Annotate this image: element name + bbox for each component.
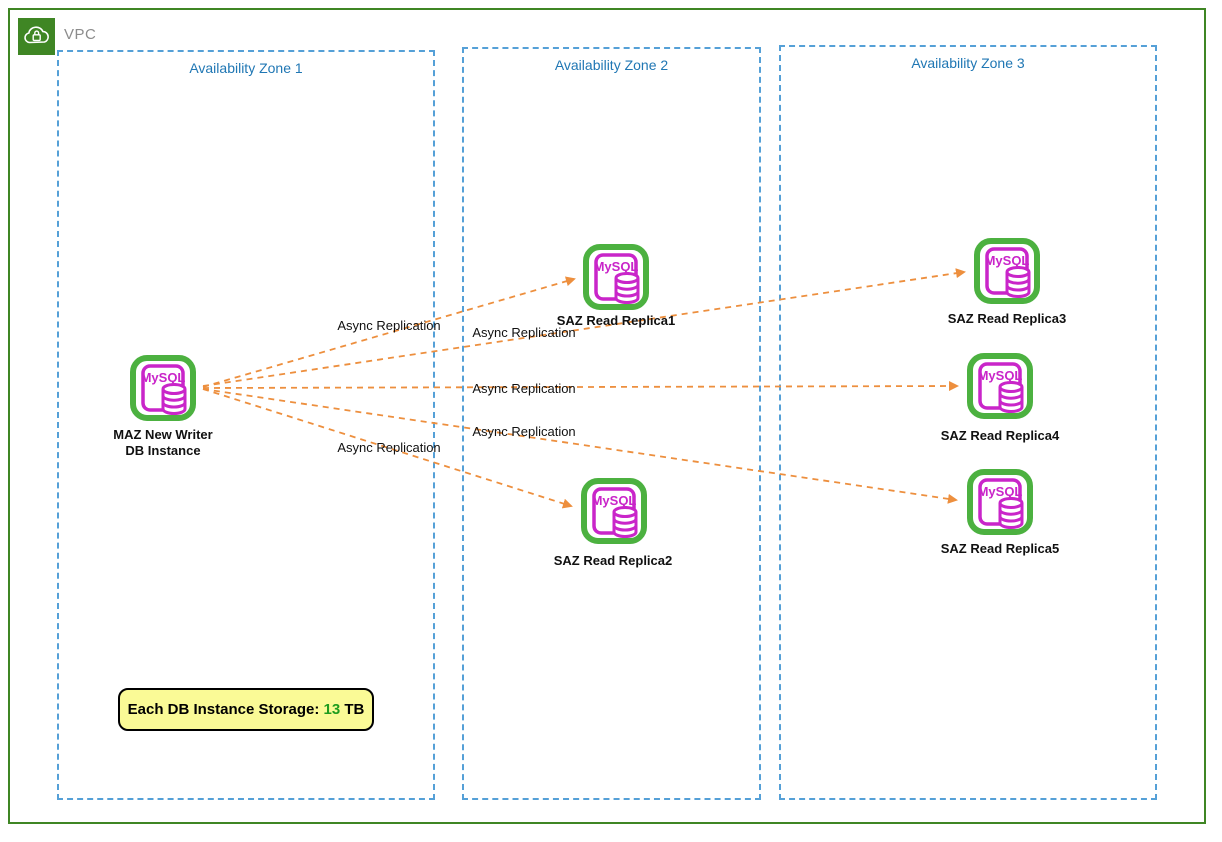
mysql-icon-replica5[interactable]: MySQL (967, 469, 1033, 535)
svg-text:MySQL: MySQL (592, 493, 637, 508)
edge-label-replica5: Async Replication (472, 424, 576, 439)
mysql-icon-replica3[interactable]: MySQL (974, 238, 1040, 304)
storage-note-text: Each DB Instance Storage: (127, 701, 324, 718)
edge-label-replica1: Async Replication (337, 318, 441, 333)
mysql-icon-replica1[interactable]: MySQL (583, 244, 649, 310)
writer-label: MAZ New Writer DB Instance (113, 427, 213, 458)
edge-label-replica4: Async Replication (472, 381, 576, 396)
edge-label-replica2: Async Replication (337, 440, 441, 455)
mysql-icon-writer[interactable]: MySQL (130, 355, 196, 421)
svg-text:MySQL: MySQL (978, 368, 1023, 383)
replica3-label: SAZ Read Replica3 (947, 311, 1067, 326)
edge-label-replica3: Async Replication (472, 325, 576, 340)
svg-text:MySQL: MySQL (594, 259, 639, 274)
mysql-icon-replica2[interactable]: MySQL (581, 478, 647, 544)
availability-zone-1-title: Availability Zone 1 (189, 60, 303, 76)
availability-zone-2-title: Availability Zone 2 (554, 57, 669, 73)
svg-text:MySQL: MySQL (985, 253, 1030, 268)
storage-note-value: 13 (323, 701, 341, 718)
svg-text:MySQL: MySQL (978, 484, 1023, 499)
mysql-icon-replica4[interactable]: MySQL (967, 353, 1033, 419)
storage-note[interactable]: Each DB Instance Storage: 13 TB (118, 688, 374, 731)
vpc-label: VPC (64, 26, 97, 43)
availability-zone-3[interactable]: Availability Zone 3 (779, 45, 1157, 800)
replica2-label: SAZ Read Replica2 (553, 553, 673, 568)
availability-zone-3-title: Availability Zone 3 (911, 55, 1025, 71)
storage-note-unit: TB (340, 701, 365, 718)
vpc-cloud-lock-icon (18, 18, 55, 55)
replica4-label: SAZ Read Replica4 (940, 428, 1060, 443)
replica1-label: SAZ Read Replica1 (556, 313, 676, 328)
svg-text:MySQL: MySQL (141, 370, 186, 385)
replica5-label: SAZ Read Replica5 (940, 541, 1060, 556)
